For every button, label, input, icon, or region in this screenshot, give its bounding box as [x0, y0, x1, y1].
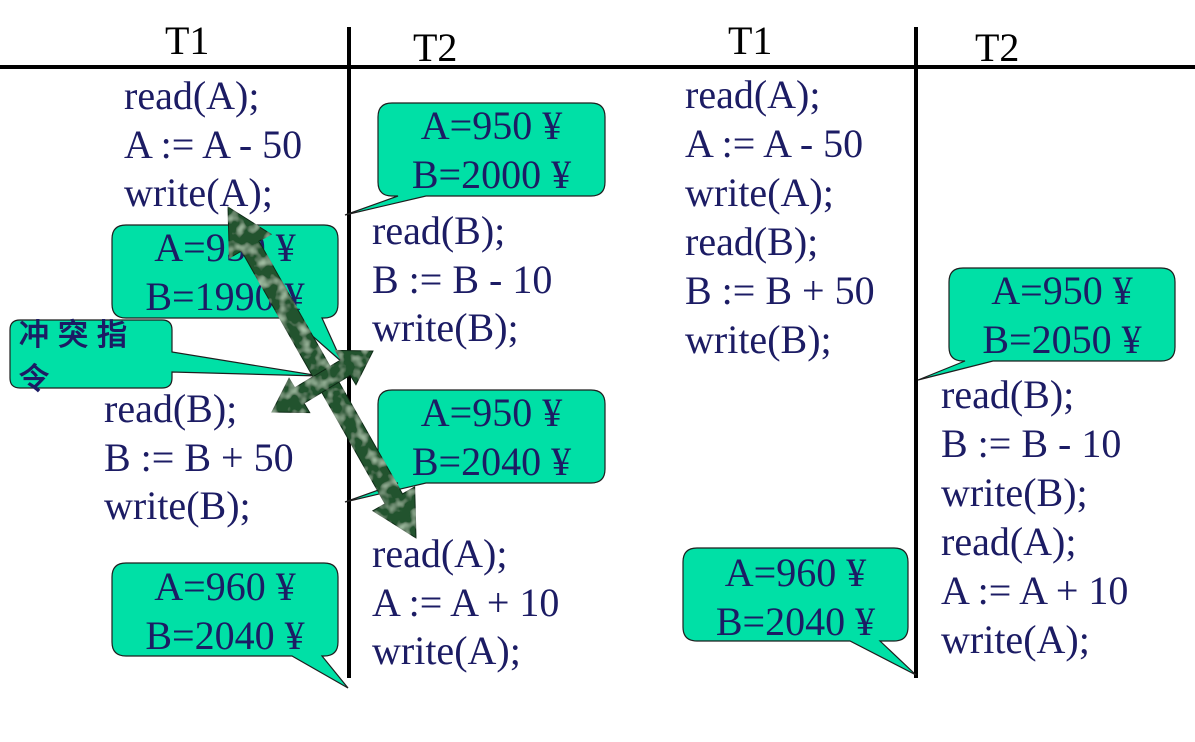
- code-line: read(B);: [685, 219, 819, 264]
- code-line: B := B - 10: [372, 256, 553, 302]
- code-line: B := B + 50: [104, 434, 294, 480]
- code-line: read(A);: [685, 72, 821, 117]
- code-line: write(B);: [372, 305, 519, 350]
- left-t1-ops-second: read(B); B := B + 50 write(B);: [104, 385, 294, 531]
- code-line: write(B);: [685, 317, 832, 362]
- callout-text-right-1: A=950 ¥ B=2050 ¥: [949, 267, 1175, 364]
- callout-line: B=2040 ¥: [145, 612, 305, 658]
- callout-line: B=2050 ¥: [982, 316, 1142, 362]
- code-line: write(B);: [941, 470, 1088, 515]
- code-line: read(B);: [104, 386, 238, 431]
- left-t2-ops-second: read(A); A := A + 10 write(A);: [372, 530, 559, 676]
- callout-line: A=950 ¥: [154, 225, 296, 270]
- left-t1-ops-first: read(A); A := A - 50 write(A);: [124, 72, 302, 218]
- callout-bubble-right-1: [917, 267, 1176, 381]
- callout-bubble-left-4: [111, 562, 349, 689]
- callout-line: A=950 ¥: [991, 268, 1133, 313]
- callout-text-left-4: A=960 ¥ B=2040 ¥: [112, 563, 338, 660]
- code-line: read(A);: [124, 73, 260, 118]
- callout-line: A=950 ¥: [420, 390, 563, 435]
- right-t2-header: T2: [975, 25, 1020, 70]
- code-line: B := B - 10: [941, 421, 1122, 466]
- right-t2-ops: read(B); B := B - 10 write(B); read(A); …: [941, 370, 1128, 664]
- code-line: read(B);: [372, 208, 506, 253]
- code-line: write(A);: [941, 617, 1090, 662]
- code-line: A := A + 10: [941, 568, 1129, 613]
- conflict-label: 冲突指令: [19, 318, 136, 397]
- code-line: write(A);: [124, 170, 273, 215]
- left-t2-ops-first: read(B); B := B - 10 write(B);: [372, 207, 552, 353]
- right-t1-header: T1: [728, 18, 773, 63]
- code-line: B := B + 50: [685, 268, 875, 313]
- callout-line: B=2040 ¥: [411, 438, 572, 484]
- callout-bubble-left-1: [344, 102, 606, 216]
- code-line: A := A + 10: [372, 579, 560, 625]
- right-t1-ops: read(A); A := A - 50 write(A); read(B); …: [685, 70, 875, 364]
- code-line: read(A);: [372, 531, 508, 576]
- code-line: write(A);: [372, 628, 521, 673]
- column-divider-left: [347, 27, 351, 678]
- callout-text-left-3: A=950 ¥ B=2040 ¥: [378, 389, 605, 486]
- code-line: write(A);: [685, 170, 834, 215]
- callout-line: A=960 ¥: [154, 564, 296, 609]
- callout-text-left-2: A=950 ¥ B=1990 ¥: [112, 224, 338, 321]
- callout-line: A=960 ¥: [724, 550, 867, 595]
- callout-text-left-1: A=950 ¥ B=2000 ¥: [378, 102, 605, 199]
- callout-line: A=950 ¥: [420, 103, 563, 148]
- callout-text-right-2: A=960 ¥ B=2040 ¥: [683, 549, 908, 646]
- left-t1-header: T1: [165, 18, 210, 63]
- code-line: A := A - 50: [124, 121, 303, 167]
- code-line: write(B);: [104, 483, 251, 528]
- column-divider-right: [914, 27, 918, 678]
- callout-line: B=2040 ¥: [715, 598, 876, 644]
- left-t2-header: T2: [413, 25, 458, 70]
- header-rule: [0, 65, 1195, 69]
- code-line: A := A - 50: [685, 121, 864, 166]
- callout-bubble-right-2: [682, 547, 917, 676]
- code-line: read(A);: [941, 519, 1077, 564]
- code-line: read(B);: [941, 372, 1075, 417]
- callout-line: B=2000 ¥: [411, 151, 572, 197]
